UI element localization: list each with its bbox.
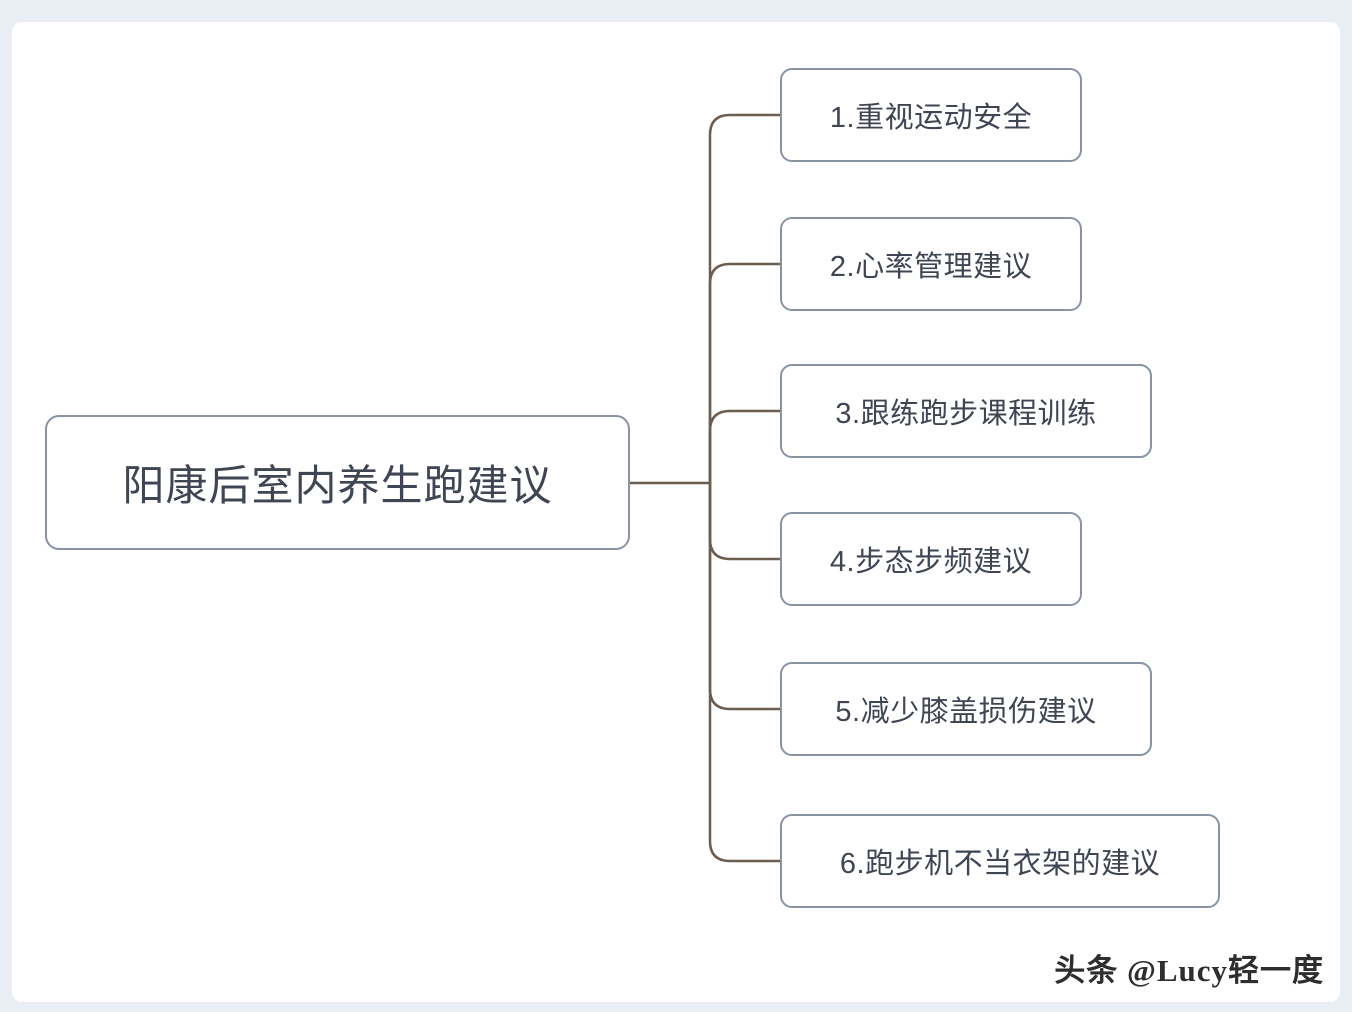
branch-node-4-label: 4.步态步频建议 [829,546,1033,578]
branch-node-1: 1.重视运动安全 [780,68,1082,162]
branch-node-1-label: 1.重视运动安全 [829,102,1033,134]
watermark: 头条 @Lucy轻一度 [1054,953,1324,988]
root-node: 阳康后室内养生跑建议 [45,415,630,550]
branch-node-5: 5.减少膝盖损伤建议 [780,662,1152,756]
branch-node-6: 6.跑步机不当衣架的建议 [780,814,1220,908]
branch-node-3-label: 3.跟练跑步课程训练 [835,398,1097,430]
branch-node-2-label: 2.心率管理建议 [829,251,1033,283]
branch-node-5-label: 5.减少膝盖损伤建议 [835,696,1097,728]
branch-node-3: 3.跟练跑步课程训练 [780,364,1152,458]
branch-node-6-label: 6.跑步机不当衣架的建议 [839,848,1161,880]
branch-node-4: 4.步态步频建议 [780,512,1082,606]
branch-node-2: 2.心率管理建议 [780,217,1082,311]
root-node-label: 阳康后室内养生跑建议 [122,462,553,509]
